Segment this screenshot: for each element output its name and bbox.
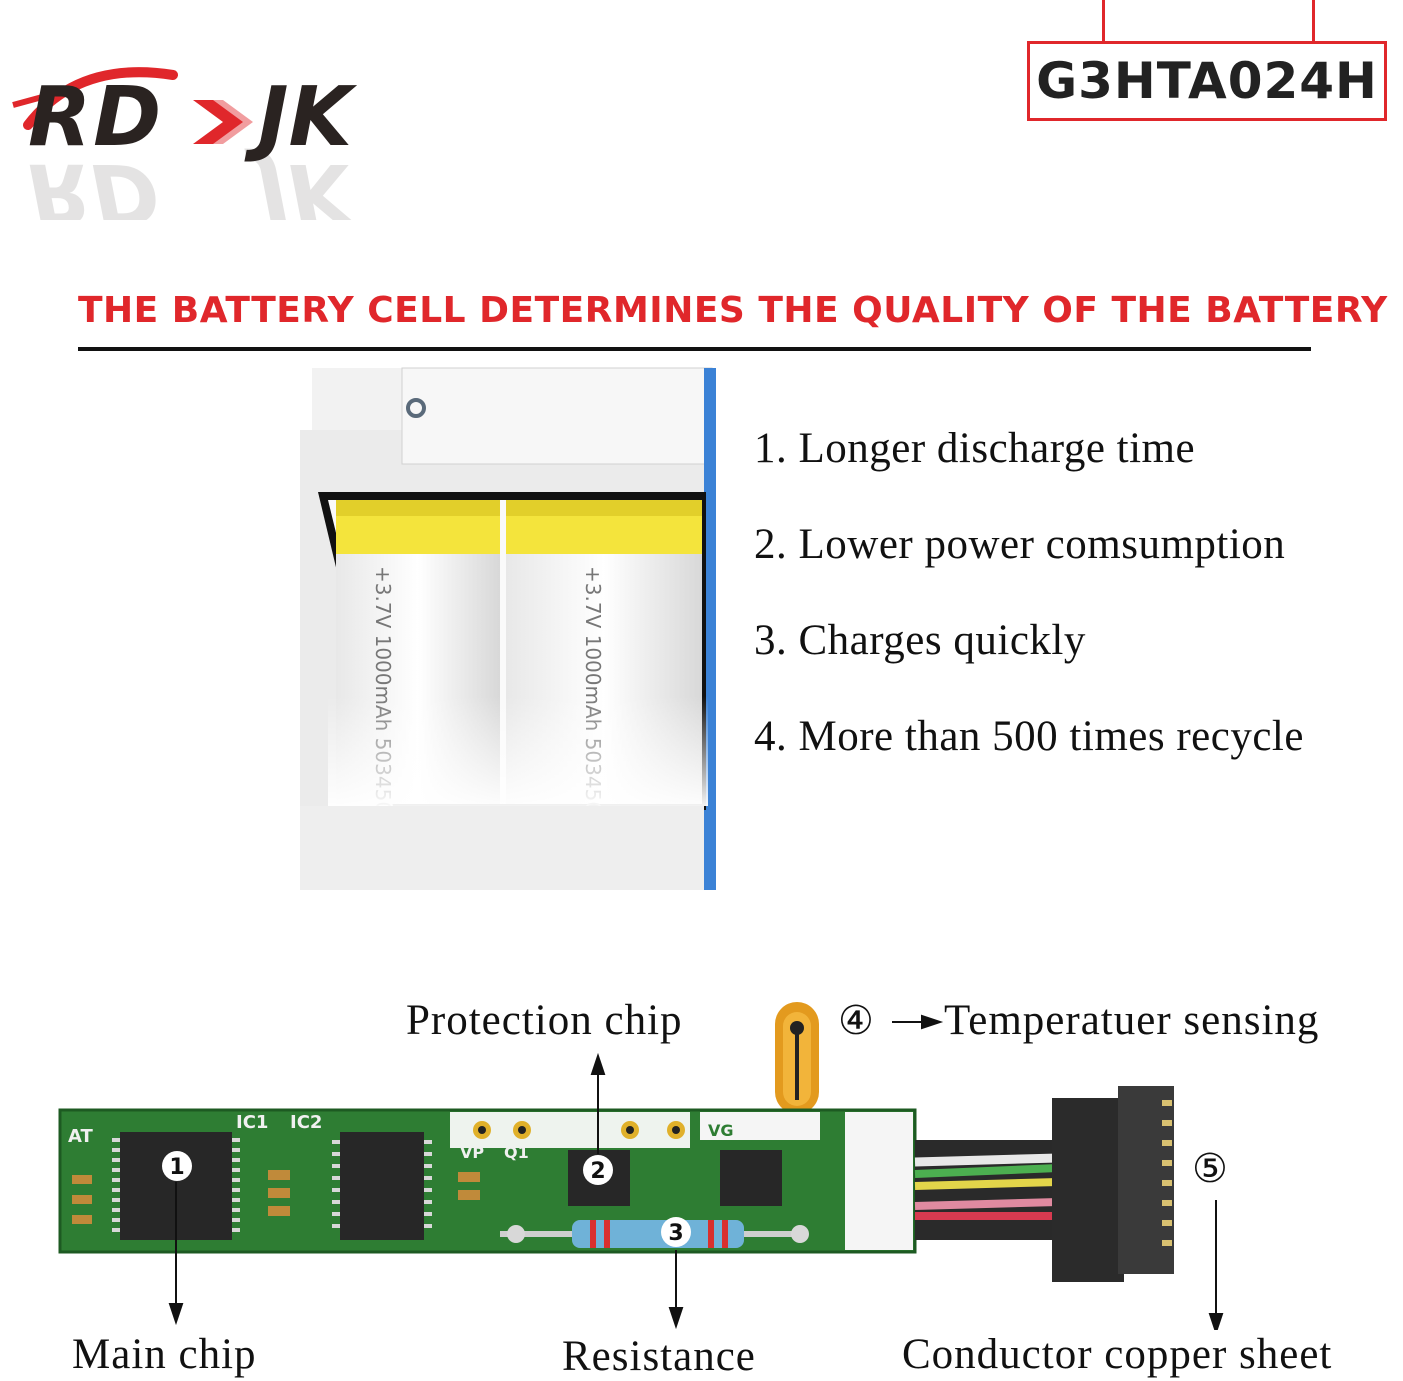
- marker-5-label: ⑤: [1192, 1146, 1228, 1192]
- headline: THE BATTERY CELL DETERMINES THE QUALITY …: [78, 290, 1388, 331]
- temperature-probe: [775, 1002, 819, 1114]
- brand-logo: RD JK RD JK: [12, 67, 358, 220]
- marker-1: 1: [162, 1151, 192, 1181]
- board-label-ic1: IC1: [236, 1112, 268, 1133]
- cable-harness: [914, 1086, 1174, 1282]
- marker-4-label: ④: [838, 998, 874, 1044]
- marker-1-label: 1: [169, 1155, 184, 1180]
- circuit-board: AT IC1 IC2 VP Q1 VG: [58, 1108, 917, 1254]
- pointer-arrows: [168, 1014, 1224, 1330]
- feature-item-3: 3. Charges quickly: [754, 617, 1086, 664]
- label-resistance: Resistance: [562, 1333, 756, 1380]
- board-label-at: AT: [68, 1126, 94, 1147]
- svg-text:RD: RD: [28, 70, 163, 165]
- svg-text:JK: JK: [244, 145, 358, 220]
- label-main-chip: Main chip: [72, 1331, 257, 1378]
- board-label-q1: Q1: [504, 1143, 529, 1162]
- feature-item-1: 1. Longer discharge time: [754, 425, 1196, 472]
- pcb-diagram: AT IC1 IC2 VP Q1 VG 1 2 3: [58, 1002, 1224, 1330]
- board-label-ic2: IC2: [290, 1112, 322, 1133]
- svg-text:RD: RD: [28, 145, 159, 220]
- marker-2: 2: [583, 1155, 613, 1185]
- marker-3-label: 3: [668, 1221, 683, 1246]
- battery-cell-image: +3.7V 1000mAh 503450 TF +3.7V 1000mAh 50…: [300, 367, 716, 890]
- model-code-box: G3HTA024H: [1027, 41, 1387, 121]
- label-conductor-copper-sheet: Conductor copper sheet: [902, 1331, 1333, 1378]
- board-label-vg: VG: [708, 1121, 734, 1140]
- headline-divider: [78, 347, 1311, 351]
- model-bracket-right: [1312, 0, 1315, 42]
- label-temperature-sensing: Temperatuer sensing: [944, 997, 1320, 1044]
- model-code: G3HTA024H: [1036, 52, 1378, 110]
- marker-2-label: 2: [590, 1159, 605, 1184]
- model-bracket-left: [1102, 0, 1105, 42]
- svg-text:JK: JK: [244, 70, 358, 165]
- feature-item-2: 2. Lower power comsumption: [754, 521, 1286, 568]
- marker-3: 3: [661, 1217, 691, 1247]
- board-label-vp: VP: [460, 1143, 484, 1162]
- feature-item-4: 4. More than 500 times recycle: [754, 713, 1304, 760]
- label-protection-chip: Protection chip: [406, 997, 683, 1044]
